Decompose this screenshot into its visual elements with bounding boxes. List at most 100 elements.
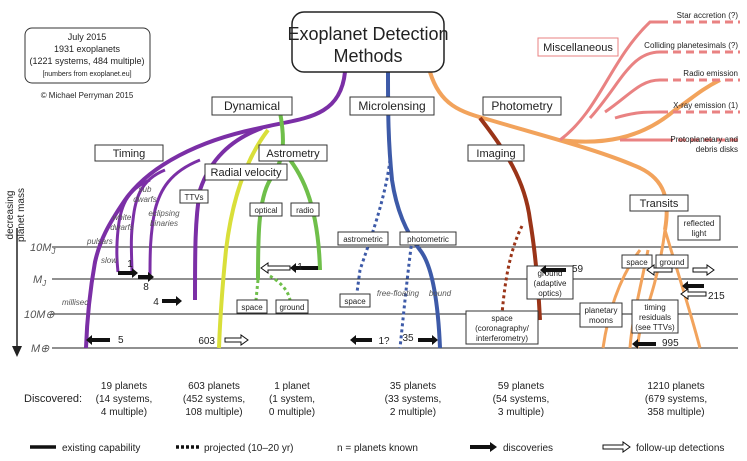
disc-timing-2: (14 systems, bbox=[96, 394, 153, 405]
method-radial-velocity: Radial velocity bbox=[211, 167, 282, 179]
category-miscellaneous: Miscellaneous bbox=[543, 42, 613, 54]
disc-micro-2: (33 systems, bbox=[385, 394, 442, 405]
count-transits-upper: 215 bbox=[708, 291, 725, 302]
title-line2: Methods bbox=[333, 46, 402, 66]
misc-colliding: Colliding planetesimals (?) bbox=[644, 41, 738, 50]
title-line1: Exoplanet Detection bbox=[287, 24, 448, 44]
disc-timing-1: 19 planets bbox=[101, 381, 147, 392]
method-astrometry: Astrometry bbox=[266, 148, 320, 160]
imaging-ground-line1: ground bbox=[538, 269, 563, 278]
mass-label-me: M⊕ bbox=[31, 343, 50, 355]
disc-imaging-2: (54 systems, bbox=[493, 394, 550, 405]
count-microlens-earth: 1? bbox=[378, 336, 390, 347]
arrows bbox=[86, 262, 715, 349]
method-optical: optical bbox=[254, 206, 277, 215]
info-box: July 2015 1931 exoplanets (1221 systems,… bbox=[24, 27, 151, 100]
count-eclipsing: 4 bbox=[153, 297, 159, 308]
microlensing-space: space bbox=[344, 297, 366, 306]
method-timing: Timing bbox=[113, 148, 146, 160]
label-dwarfs: dwarfs bbox=[110, 223, 134, 232]
count-microlensing: 35 bbox=[402, 333, 414, 344]
arrow-eclipsing-icon bbox=[162, 296, 182, 306]
dynamical-branches bbox=[84, 71, 347, 349]
label-pulsars: pulsars bbox=[86, 237, 113, 246]
misc-radio: Radio emission bbox=[683, 69, 738, 78]
followup-rv-icon bbox=[224, 334, 249, 346]
transits-ground: ground bbox=[660, 258, 685, 267]
misc-disks-line2: debris disks bbox=[696, 145, 738, 154]
count-astro-radio: 1 bbox=[297, 262, 303, 273]
arrow-white-dwarfs-icon bbox=[138, 272, 154, 282]
legend-followup-arrow-icon bbox=[602, 441, 631, 453]
legend-discoveries: discoveries bbox=[503, 443, 553, 454]
arrow-astro-radio-icon bbox=[290, 263, 318, 273]
category-microlensing: Microlensing bbox=[358, 99, 425, 113]
info-credit: © Michael Perryman 2015 bbox=[41, 91, 134, 100]
label-millisec: millisec bbox=[62, 298, 88, 307]
imaging-ground-line2: (adaptive bbox=[534, 279, 567, 288]
axis-arrow-icon bbox=[12, 346, 22, 357]
legend-existing: existing capability bbox=[62, 443, 140, 454]
followup-transits-mid-icon bbox=[680, 288, 707, 300]
label-slow: slow bbox=[101, 256, 118, 265]
followup-astrometry-icon bbox=[260, 262, 291, 274]
disc-rv-2: (452 systems, bbox=[183, 394, 245, 405]
timing-residuals-line1: timing bbox=[644, 303, 665, 312]
microlensing-branches bbox=[354, 71, 442, 349]
axis-label-line1: decreasing bbox=[5, 191, 16, 240]
axis-label-line2: planet mass bbox=[16, 188, 27, 242]
method-imaging: Imaging bbox=[476, 148, 515, 160]
counts: 1 8 4 5 603 1 1? 35 59 215 995 bbox=[118, 259, 725, 349]
category-boxes: Dynamical Microlensing Photometry Miscel… bbox=[211, 37, 619, 116]
followup-transits-ground-icon bbox=[692, 264, 715, 276]
mass-label-mj: MJ bbox=[33, 274, 47, 288]
disc-astro-3: 0 multiple) bbox=[269, 407, 315, 418]
legend-discovery-arrow-icon bbox=[470, 442, 497, 452]
label-binaries: binaries bbox=[150, 219, 178, 228]
count-rv: 603 bbox=[198, 336, 215, 347]
category-dynamical: Dynamical bbox=[224, 99, 280, 113]
imaging-space-line1: space bbox=[491, 314, 513, 323]
mass-label-10me: 10M⊕ bbox=[24, 309, 55, 321]
misc-disks-line1: Protoplanetary and bbox=[670, 135, 738, 144]
imaging-space-line2: (coronagraphy/ bbox=[475, 324, 530, 333]
count-millisec: 5 bbox=[118, 335, 124, 346]
label-free-floating: free-floating bbox=[377, 289, 420, 298]
reflected-light-line2: light bbox=[692, 229, 707, 238]
disc-transits-3: 358 multiple) bbox=[647, 407, 704, 418]
legend: existing capability projected (10–20 yr)… bbox=[30, 441, 724, 454]
main-title-box: Exoplanet Detection Methods bbox=[287, 11, 449, 73]
arrow-imaging-icon bbox=[540, 265, 566, 275]
astrometry-space: space bbox=[241, 303, 263, 312]
reflected-light-line1: reflected bbox=[684, 219, 715, 228]
disc-astro-1: 1 planet bbox=[274, 381, 310, 392]
arrow-transits-upper-icon bbox=[682, 281, 704, 291]
method-ttvs: TTVs bbox=[184, 193, 203, 202]
label-sub-dwarfs: dwarfs bbox=[133, 195, 157, 204]
count-transits-lower: 995 bbox=[662, 338, 679, 349]
count-imaging: 59 bbox=[572, 264, 584, 275]
imaging-space-line3: interferometry) bbox=[476, 334, 528, 343]
legend-followup: follow-up detections bbox=[636, 443, 724, 454]
legend-projected: projected (10–20 yr) bbox=[204, 443, 294, 454]
transits-space: space bbox=[626, 258, 648, 267]
disc-imaging-1: 59 planets bbox=[498, 381, 544, 392]
misc-star-accretion: Star accretion (?) bbox=[677, 11, 739, 20]
sublabels: pulsars slow millisec white dwarfs sub d… bbox=[62, 185, 452, 307]
count-slow: 1 bbox=[127, 259, 133, 270]
label-white: white bbox=[113, 213, 132, 222]
label-eclipsing: eclipsing bbox=[148, 209, 180, 218]
disc-astro-2: (1 system, bbox=[269, 394, 315, 405]
info-source: [numbers from exoplanet.eu] bbox=[42, 71, 131, 78]
misc-branches bbox=[559, 20, 740, 142]
mass-axis: decreasing planet mass 10MJ MJ 10M⊕ M⊕ bbox=[5, 188, 56, 357]
disc-transits-2: (679 systems, bbox=[645, 394, 707, 405]
misc-labels: Star accretion (?) Colliding planetesima… bbox=[644, 11, 738, 154]
disc-micro-3: 2 multiple) bbox=[390, 407, 436, 418]
category-photometry: Photometry bbox=[491, 99, 552, 113]
info-systems: (1221 systems, 484 multiple) bbox=[29, 56, 144, 66]
disc-rv-1: 603 planets bbox=[188, 381, 240, 392]
arrow-microlensing-icon bbox=[418, 335, 438, 345]
